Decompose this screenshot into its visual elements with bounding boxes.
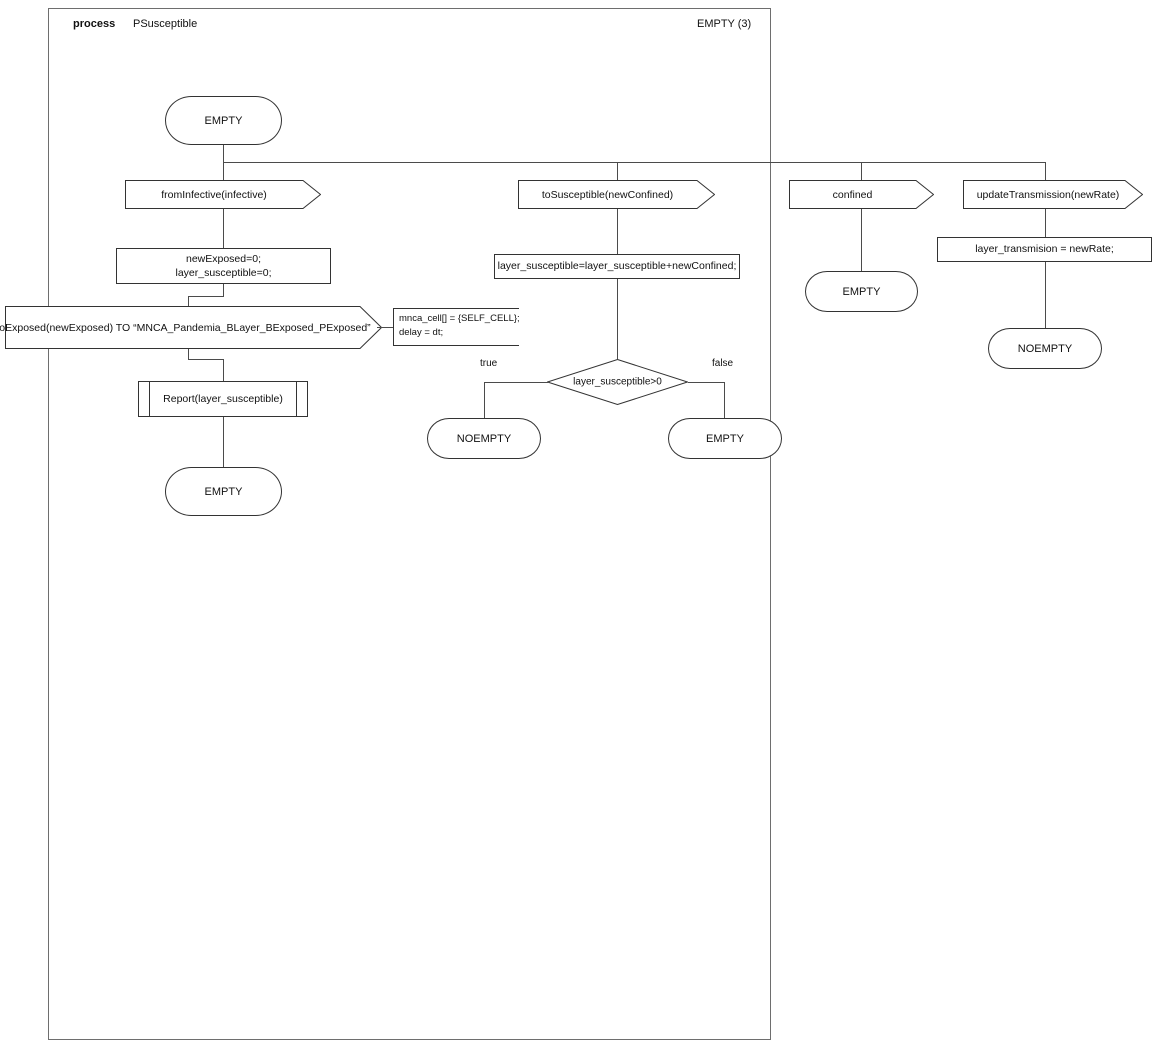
connector-output-step-down-a bbox=[188, 349, 189, 359]
connector-drop-from-infective bbox=[223, 162, 224, 180]
task-line-1: newExposed=0; bbox=[185, 252, 261, 265]
connector-task-step-down-b bbox=[188, 296, 189, 306]
input-symbol-to-susceptible[interactable]: toSusceptible(newConfined) bbox=[518, 180, 715, 209]
input-symbol-confined[interactable]: confined bbox=[789, 180, 934, 209]
task-set-transmission-rate[interactable]: layer_transmision = newRate; bbox=[937, 237, 1152, 262]
state-empty-after-report[interactable]: EMPTY bbox=[165, 467, 282, 516]
procedure-call-report[interactable]: Report(layer_susceptible) bbox=[138, 381, 308, 417]
connector-decision-true-v bbox=[484, 382, 485, 418]
branch-label-true: true bbox=[480, 358, 498, 369]
connector-decision-false-v bbox=[724, 382, 725, 418]
state-empty-false-branch[interactable]: EMPTY bbox=[668, 418, 782, 459]
connector-drop-to-susceptible bbox=[617, 162, 618, 180]
connector-task-to-noempty bbox=[1045, 262, 1046, 328]
state-empty-start[interactable]: EMPTY bbox=[165, 96, 282, 145]
task-label: layer_transmision = newRate; bbox=[975, 243, 1114, 256]
connector-update-transmission-to-task bbox=[1045, 209, 1046, 237]
output-symbol-shape bbox=[5, 306, 382, 349]
input-label-from-infective: fromInfective(infective) bbox=[161, 188, 267, 201]
output-label-to-exposed: toExposed(newExposed) TO “MNCA_Pandemia_… bbox=[0, 321, 371, 334]
state-noempty-after-transmission[interactable]: NOEMPTY bbox=[988, 328, 1102, 369]
input-label-update-transmission: updateTransmission(newRate) bbox=[976, 188, 1120, 201]
decision-layer-susceptible-positive[interactable]: layer_susceptible>0 bbox=[547, 359, 688, 405]
process-keyword: process bbox=[73, 18, 116, 30]
branch-label-false: false bbox=[712, 358, 734, 369]
input-label-confined: confined bbox=[832, 188, 873, 201]
input-symbol-shape bbox=[963, 180, 1143, 209]
input-symbol-shape bbox=[125, 180, 321, 209]
connector-task-step-down-a bbox=[223, 284, 224, 296]
comment-line-1: mnca_cell[] = {SELF_CELL}; bbox=[399, 313, 520, 324]
connector-task-step-left bbox=[188, 296, 224, 297]
connector-report-to-state bbox=[223, 417, 224, 467]
connector-confined-to-state bbox=[861, 209, 862, 271]
connector-comment-attach bbox=[377, 327, 394, 328]
decision-label: layer_susceptible>0 bbox=[573, 376, 662, 388]
connector-decision-false-h bbox=[688, 382, 725, 383]
connector-drop-update-transmission bbox=[1045, 162, 1046, 180]
task-reset-counters[interactable]: newExposed=0; layer_susceptible=0; bbox=[116, 248, 331, 284]
input-symbol-shape bbox=[518, 180, 715, 209]
connector-from-infective-to-task bbox=[223, 209, 224, 248]
task-line-2: layer_susceptible=0; bbox=[175, 267, 272, 279]
connector-output-step-right bbox=[188, 359, 224, 360]
input-symbol-update-transmission[interactable]: updateTransmission(newRate) bbox=[963, 180, 1143, 209]
state-noempty-true-branch[interactable]: NOEMPTY bbox=[427, 418, 541, 459]
decision-symbol-shape bbox=[547, 359, 688, 405]
process-name: PSusceptible bbox=[133, 18, 198, 30]
comment-symbol-mnca-cell: mnca_cell[] = {SELF_CELL}; delay = dt; bbox=[393, 308, 520, 346]
input-symbol-shape bbox=[789, 180, 934, 209]
connector-decision-true-h bbox=[484, 382, 548, 383]
connector-output-step-down-b bbox=[223, 359, 224, 381]
state-empty-after-confined[interactable]: EMPTY bbox=[805, 271, 918, 312]
output-symbol-to-exposed[interactable]: toExposed(newExposed) TO “MNCA_Pandemia_… bbox=[0, 306, 382, 349]
page-state-reference: EMPTY (3) bbox=[697, 18, 752, 30]
input-label-to-susceptible: toSusceptible(newConfined) bbox=[541, 188, 674, 201]
task-accumulate-susceptible[interactable]: layer_susceptible=layer_susceptible+newC… bbox=[494, 254, 740, 279]
procedure-call-label: Report(layer_susceptible) bbox=[163, 393, 283, 405]
comment-line-2: delay = dt; bbox=[399, 327, 444, 339]
connector-task-to-decision bbox=[617, 279, 618, 359]
connector-start-state-stem bbox=[223, 145, 224, 162]
connector-distribution-bus bbox=[223, 162, 1045, 163]
connector-to-susceptible-to-task bbox=[617, 209, 618, 254]
task-label: layer_susceptible=layer_susceptible+newC… bbox=[497, 260, 737, 273]
connector-drop-confined bbox=[861, 162, 862, 180]
input-symbol-from-infective[interactable]: fromInfective(infective) bbox=[125, 180, 321, 209]
